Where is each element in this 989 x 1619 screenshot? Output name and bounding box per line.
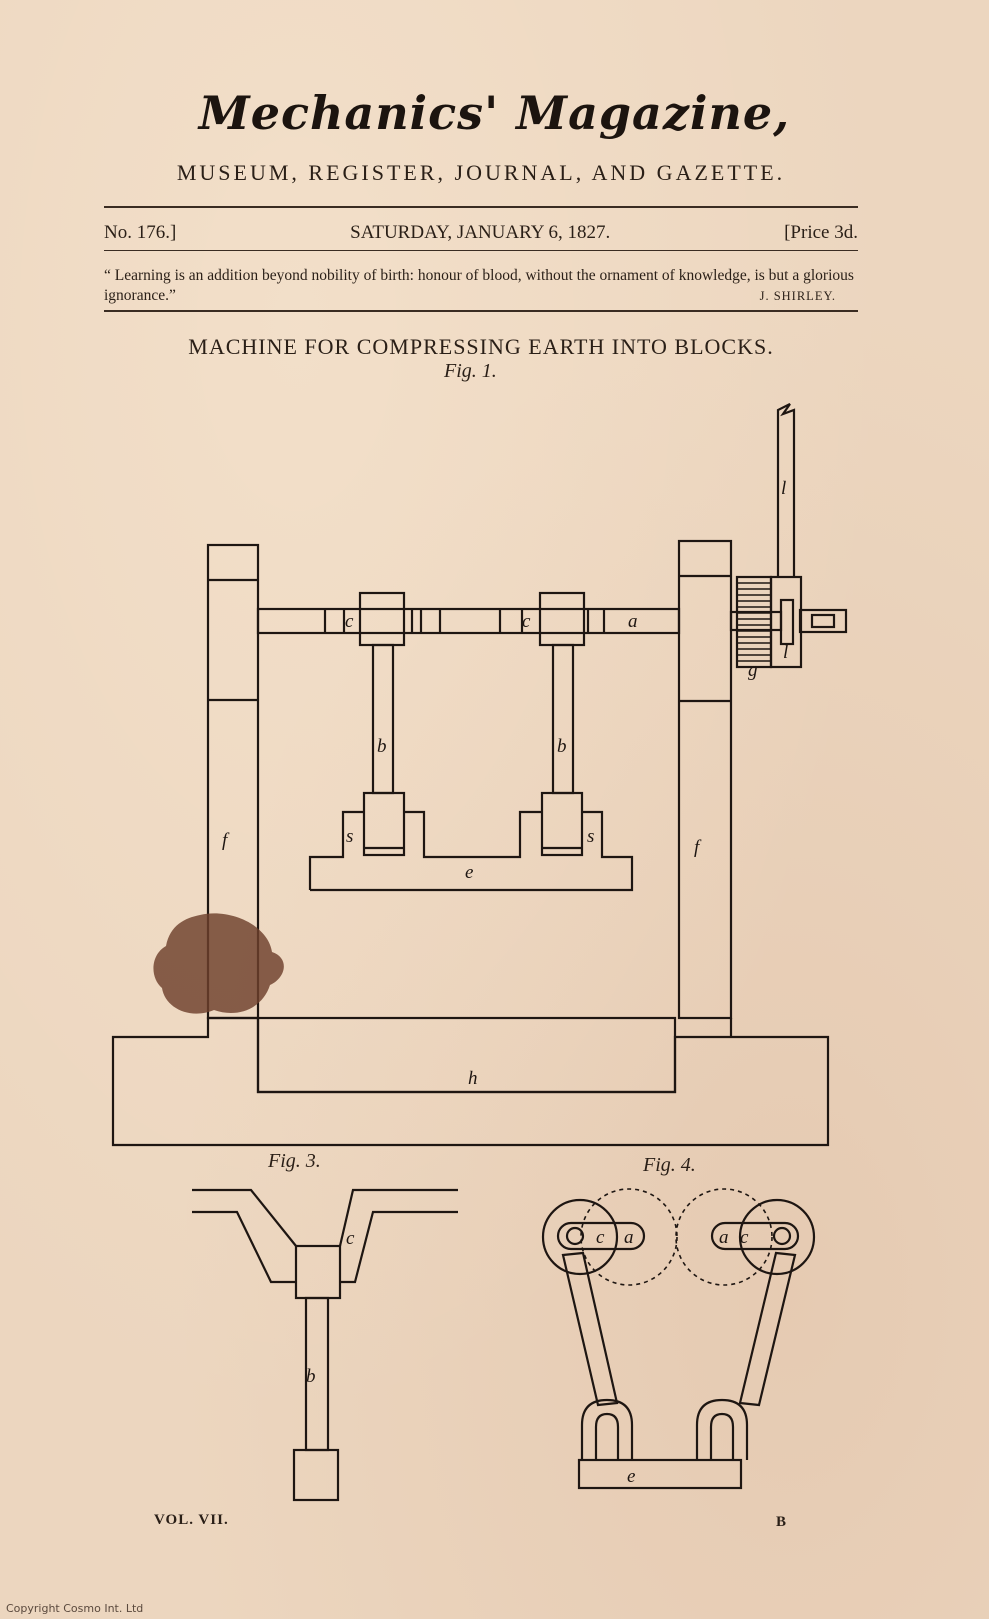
fig4-letter-e: e xyxy=(627,1466,635,1487)
letter-c-right: c xyxy=(522,611,531,632)
epigraph-author: J. SHIRLEY. xyxy=(759,289,836,303)
rule-top xyxy=(104,206,858,208)
masthead-title: Mechanics' Magazine, xyxy=(198,86,791,140)
letter-b-left: b xyxy=(377,736,387,757)
article-title: MACHINE FOR COMPRESSING EARTH INTO BLOCK… xyxy=(188,334,774,359)
rule-under-issue xyxy=(104,250,858,251)
issue-row: No. 176.] SATURDAY, JANUARY 6, 1827. [Pr… xyxy=(104,222,858,244)
letter-f-left: f xyxy=(222,830,230,851)
footer-volume: VOL. VII. xyxy=(154,1512,229,1528)
fig4-letter-c-right: c xyxy=(740,1227,749,1248)
letter-b-right: b xyxy=(557,736,567,757)
fig4-letter-a-left: a xyxy=(624,1227,634,1248)
issue-number: No. 176.] xyxy=(104,222,177,243)
letter-g: g xyxy=(748,660,758,681)
letter-s-left: s xyxy=(346,826,353,847)
epigraph: “ Learning is an addition beyond nobilit… xyxy=(104,266,858,306)
letter-s-right: s xyxy=(587,826,594,847)
copyright-watermark: Copyright Cosmo Int. Ltd xyxy=(6,1602,144,1615)
rule-under-epigraph xyxy=(104,310,858,312)
letter-l-top: l xyxy=(781,478,786,499)
fig4-label: Fig. 4. xyxy=(643,1154,696,1176)
fig4-letter-c-left: c xyxy=(596,1227,605,1248)
issue-price: [Price 3d. xyxy=(784,222,858,243)
fig3-letter-b: b xyxy=(306,1366,316,1387)
letter-c-left: c xyxy=(345,611,354,632)
fig1-label: Fig. 1. xyxy=(444,360,497,382)
issue-date: SATURDAY, JANUARY 6, 1827. xyxy=(350,222,611,243)
letter-f-right: f xyxy=(694,837,702,858)
footer-signature: B xyxy=(776,1514,788,1530)
ink-stain xyxy=(153,913,284,1014)
fig3-label: Fig. 3. xyxy=(268,1150,321,1172)
letter-e: e xyxy=(465,862,473,883)
fig3-letter-c: c xyxy=(346,1228,355,1249)
masthead-subtitle: MUSEUM, REGISTER, JOURNAL, AND GAZETTE. xyxy=(176,160,786,185)
fig4-letter-a-right: a xyxy=(719,1227,729,1248)
epigraph-text: “ Learning is an addition beyond nobilit… xyxy=(104,267,854,304)
letter-l-bottom: l xyxy=(783,642,788,663)
letter-h: h xyxy=(468,1068,478,1089)
letter-a: a xyxy=(628,611,638,632)
